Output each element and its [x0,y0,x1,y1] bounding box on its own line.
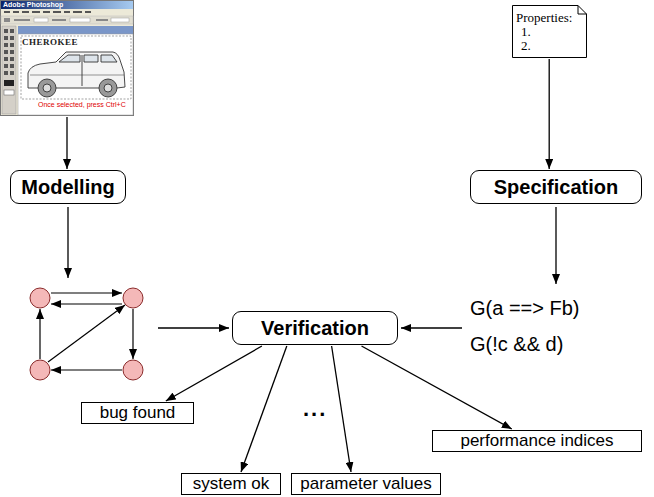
connector-arrow [332,346,351,472]
process-box: Specification [470,170,642,204]
node-text: bug found [86,403,189,423]
node-text: 2. [516,39,572,53]
result-box: system ok [181,473,281,495]
state-graph [30,288,143,380]
screenshot-illustration [1,1,134,116]
window-title: Adobe Photoshop [3,1,63,9]
ellipsis-mark: ... [303,397,327,421]
node-text: Specification [477,175,635,199]
result-box: performance indices [432,430,642,452]
result-box: parameter values [291,473,441,495]
connector-arrow [166,346,262,401]
node-text: Verification [239,316,391,340]
car-brand: CHEROKEE [22,37,78,47]
connector-arrow [549,59,550,169]
screenshot-window: Adobe PhotoshopCHEROKEE Once selected, pr… [0,0,134,116]
node-text: system ok [186,474,276,494]
instruction-text: Once selected, press Ctrl+C [38,101,126,109]
formula-text: G(a ==> Fb) [470,296,580,320]
formula-text: G(!c && d) [470,332,563,356]
document-border [513,6,587,58]
process-box: Modelling [10,170,126,204]
node-text: performance indices [437,431,637,451]
flow-arrow [67,207,68,278]
node-text: parameter values [296,474,436,494]
document-fold [578,6,587,15]
connector-arrow [241,346,287,472]
node-text: 1. [516,25,572,39]
connector-arrow [362,346,512,429]
node-text: Modelling [17,175,119,199]
node-text: Properties: [516,11,572,25]
car-drawing [28,52,125,97]
flow-arrow [555,207,556,284]
flow-arrow [401,327,462,328]
flow-arrow [158,327,229,328]
result-box: bug found [81,402,194,424]
process-box: Verification [232,311,398,345]
connector-arrow [66,117,67,169]
properties-document: Properties:1.2. [512,5,586,58]
